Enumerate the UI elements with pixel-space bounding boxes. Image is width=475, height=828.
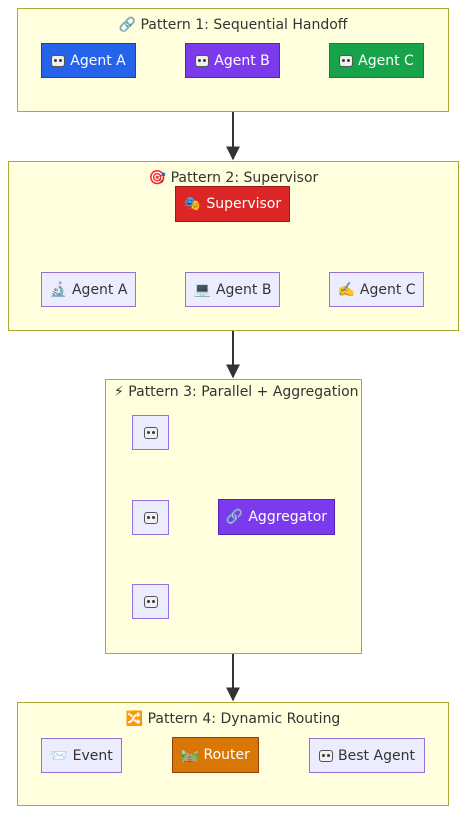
robot-icon (339, 54, 354, 67)
theater-masks-icon: 🎭 (183, 196, 202, 212)
p2-agent-b-node[interactable]: 💻 Agent B (185, 272, 280, 307)
laptop-icon: 💻 (193, 281, 211, 298)
pattern-4-title: 🔀 Pattern 4: Dynamic Routing (18, 711, 448, 727)
pattern-1-title: 🔗 Pattern 1: Sequential Handoff (18, 17, 448, 33)
p1-agent-a-node[interactable]: Agent A (41, 43, 136, 78)
p2-agent-b-label: Agent B (215, 281, 272, 298)
p2-agent-a-node[interactable]: 🔬 Agent A (41, 272, 136, 307)
envelope-icon: 📨 (50, 747, 68, 764)
pattern-3-title: ⚡ Pattern 3: Parallel + Aggregation (114, 384, 361, 400)
pattern-2-title-text: Pattern 2: Supervisor (170, 170, 319, 186)
p1-agent-b-label: Agent B (214, 52, 270, 69)
writing-hand-icon: ✍️ (337, 281, 355, 298)
robot-icon (51, 54, 66, 67)
robot-icon (143, 511, 158, 524)
pattern-3-title-text: Pattern 3: Parallel + Aggregation (128, 384, 359, 400)
robot-icon (319, 749, 334, 762)
p4-event-node[interactable]: 📨 Event (41, 738, 122, 773)
shuffle-icon: 🔀 (125, 711, 144, 727)
p3-aggregator-node[interactable]: 🔗 Aggregator (218, 499, 335, 535)
p2-agent-a-label: Agent A (71, 281, 128, 298)
link-icon: 🔗 (225, 509, 244, 525)
p1-agent-c-node[interactable]: Agent C (329, 43, 424, 78)
microscope-icon: 🔬 (49, 281, 67, 298)
p4-event-label: Event (72, 747, 113, 764)
robot-icon (143, 426, 158, 439)
p4-router-node[interactable]: 🛤️ Router (172, 737, 259, 773)
robot-icon (143, 595, 158, 608)
p4-best-agent-label: Best Agent (338, 747, 415, 764)
p2-agent-c-node[interactable]: ✍️ Agent C (329, 272, 424, 307)
p4-best-agent-node[interactable]: Best Agent (309, 738, 425, 773)
robot-icon (195, 54, 210, 67)
lightning-icon: ⚡ (114, 384, 124, 400)
p3-aggregator-label: Aggregator (248, 509, 328, 525)
p1-agent-c-label: Agent C (358, 52, 414, 69)
p1-agent-a-label: Agent A (70, 52, 126, 69)
p3-worker-2-node[interactable] (132, 500, 169, 535)
pattern-2-title: 🎯 Pattern 2: Supervisor (9, 170, 458, 186)
target-icon: 🎯 (148, 170, 167, 186)
link-icon: 🔗 (118, 17, 136, 33)
pattern-1-title-text: Pattern 1: Sequential Handoff (140, 17, 348, 33)
p2-supervisor-node[interactable]: 🎭 Supervisor (175, 186, 290, 222)
p3-worker-3-node[interactable] (132, 584, 169, 619)
p3-worker-1-node[interactable] (132, 415, 169, 450)
p2-supervisor-label: Supervisor (206, 196, 282, 212)
p1-agent-b-node[interactable]: Agent B (185, 43, 280, 78)
p2-agent-c-label: Agent C (359, 281, 416, 298)
p4-router-label: Router (203, 747, 250, 763)
railway-icon: 🛤️ (181, 747, 199, 763)
pattern-4-title-text: Pattern 4: Dynamic Routing (147, 711, 341, 727)
